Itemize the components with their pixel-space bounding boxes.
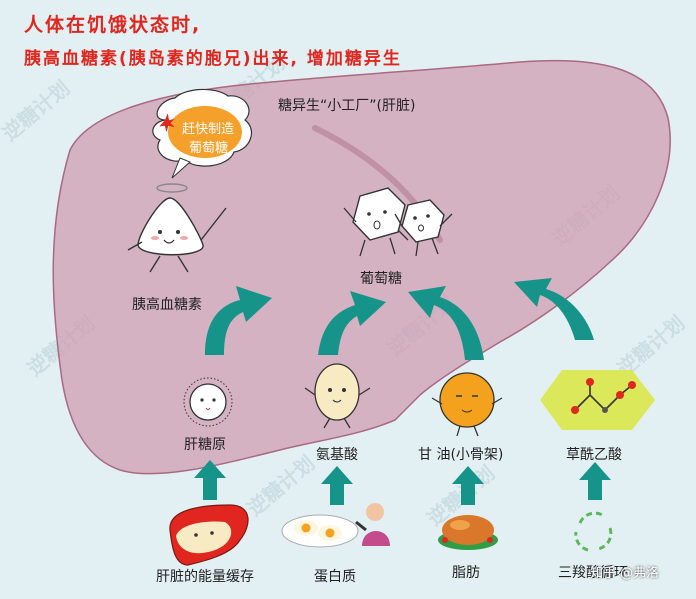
- krebs-cycle-icon: [574, 511, 613, 552]
- glucagon-character: [127, 113, 227, 273]
- source-label-oxaloacetate: 草酰乙酸: [566, 447, 622, 463]
- page-title-line2: 胰高血糖素(胰岛素的胞兄)出来, 增加糖异生: [24, 49, 402, 69]
- glucose-label: 葡萄糖: [360, 271, 402, 287]
- arrow-glycogen-up: [205, 286, 272, 355]
- source-label-amino-acid: 氨基酸: [316, 447, 358, 463]
- source-label-glycogen: 肝糖原: [184, 437, 226, 453]
- arrow-cycle-up: [579, 462, 611, 500]
- glucagon-label: 胰高血糖素: [132, 297, 202, 313]
- arrow-amino-up: [318, 291, 386, 355]
- straight-arrows: [194, 460, 611, 505]
- amino-acid-icon: [304, 363, 371, 429]
- arrow-oxalo-up: [514, 278, 594, 340]
- protein-food-icon: [281, 503, 390, 548]
- origin-label-fat: 脂肪: [452, 565, 480, 581]
- arrow-glycerol-up: [408, 286, 484, 360]
- arrow-liver-up: [194, 460, 226, 500]
- liver-food-icon: [169, 504, 249, 566]
- page-title-line1: 人体在饥饿状态时,: [24, 14, 202, 36]
- origin-label-krebs: 三羧酸循环: [558, 565, 628, 581]
- fat-food-icon: [438, 515, 498, 550]
- speech-line1: 赶快制造: [182, 122, 235, 137]
- glycerol-icon: [431, 372, 503, 437]
- glucose-characters: [343, 187, 453, 257]
- liver-title: 糖异生“小工厂”(肝脏): [278, 98, 416, 114]
- origin-label-liver: 肝脏的能量缓存: [156, 569, 254, 585]
- speech-bubble: [152, 88, 253, 179]
- footer-credit: 知乎 @弗洛: [590, 566, 660, 581]
- curved-arrows: [205, 278, 594, 360]
- speech-line2: 葡萄糖: [189, 141, 229, 156]
- glycogen-icon: [183, 377, 233, 427]
- arrow-protein-up: [321, 466, 353, 505]
- origin-label-protein: 蛋白质: [314, 569, 356, 585]
- oxaloacetate-icon: [540, 370, 655, 430]
- arrow-fat-up: [452, 466, 484, 505]
- source-label-glycerol: 甘 油(小骨架): [418, 447, 504, 463]
